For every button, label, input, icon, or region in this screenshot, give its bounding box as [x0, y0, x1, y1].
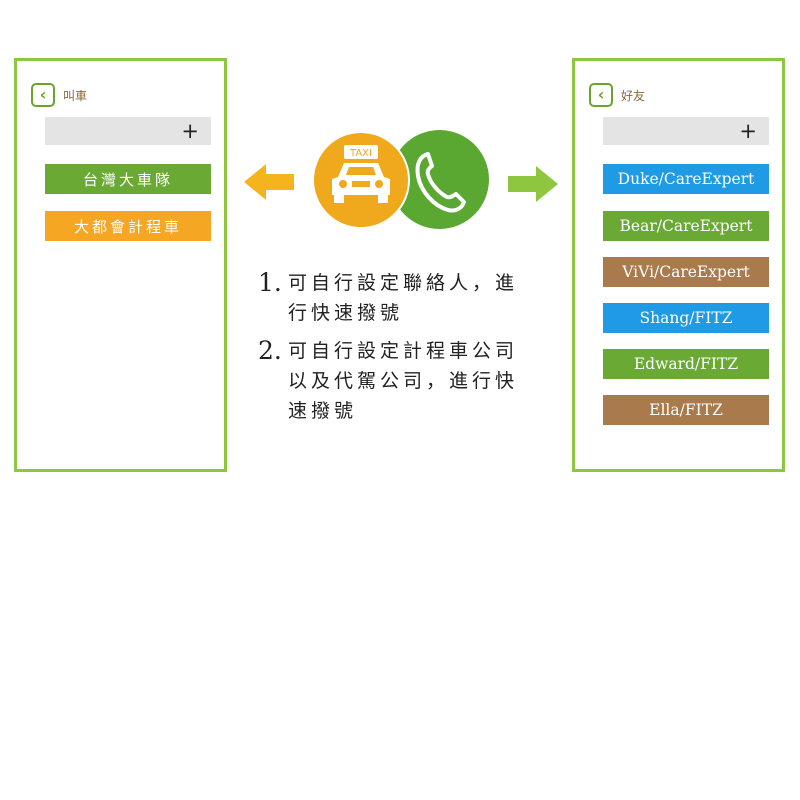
friend-contact-item[interactable]: Shang/FITZ: [603, 303, 769, 333]
add-taxi-bar[interactable]: +: [45, 117, 211, 145]
friend-contact-item[interactable]: Duke/CareExpert: [603, 164, 769, 194]
friend-contact-item[interactable]: Ella/FITZ: [603, 395, 769, 425]
chevron-left-icon: ‹: [39, 85, 47, 104]
taxi-circle: TAXI: [312, 131, 410, 229]
taxi-company-item[interactable]: 大都會計程車: [45, 211, 211, 241]
plus-icon: +: [739, 119, 757, 143]
taxi-call-panel: ‹ 叫車 + 台灣大車隊 大都會計程車: [14, 58, 227, 472]
chevron-left-icon: ‹: [597, 85, 605, 104]
taxi-icon: TAXI: [332, 145, 390, 203]
panel-title: 叫車: [63, 88, 88, 103]
instructions: 1. 可自行設定聯絡人，進行快速撥號 2. 可自行設定計程車公司以及代駕公司，進…: [258, 268, 538, 426]
friend-contact-item[interactable]: Bear/CareExpert: [603, 211, 769, 241]
instruction-number: 1.: [258, 268, 282, 297]
back-button[interactable]: ‹: [31, 83, 55, 107]
panel-title: 好友: [621, 88, 646, 103]
arrow-right-icon: [508, 166, 558, 202]
panel-header: ‹ 好友: [589, 83, 645, 107]
taxi-company-item[interactable]: 台灣大車隊: [45, 164, 211, 194]
app-icon-group: TAXI: [312, 130, 490, 230]
phone-handset-icon: [415, 152, 466, 213]
back-button[interactable]: ‹: [589, 83, 613, 107]
panel-header: ‹ 叫車: [31, 83, 87, 107]
add-friend-bar[interactable]: +: [603, 117, 769, 145]
friends-panel: ‹ 好友 + Duke/CareExpert Bear/CareExpert V…: [572, 58, 785, 472]
plus-icon: +: [181, 119, 199, 143]
arrow-left-icon: [244, 164, 294, 200]
instruction-number: 2.: [258, 336, 282, 365]
instruction-text: 可自行設定聯絡人，進行快速撥號: [288, 272, 519, 324]
friend-contact-item[interactable]: Edward/FITZ: [603, 349, 769, 379]
instruction-item: 2. 可自行設定計程車公司以及代駕公司，進行快速撥號: [258, 336, 538, 426]
friend-contact-item[interactable]: ViVi/CareExpert: [603, 257, 769, 287]
instruction-text: 可自行設定計程車公司以及代駕公司，進行快速撥號: [288, 340, 519, 422]
instruction-item: 1. 可自行設定聯絡人，進行快速撥號: [258, 268, 538, 328]
taxi-sign-label: TAXI: [349, 148, 372, 159]
